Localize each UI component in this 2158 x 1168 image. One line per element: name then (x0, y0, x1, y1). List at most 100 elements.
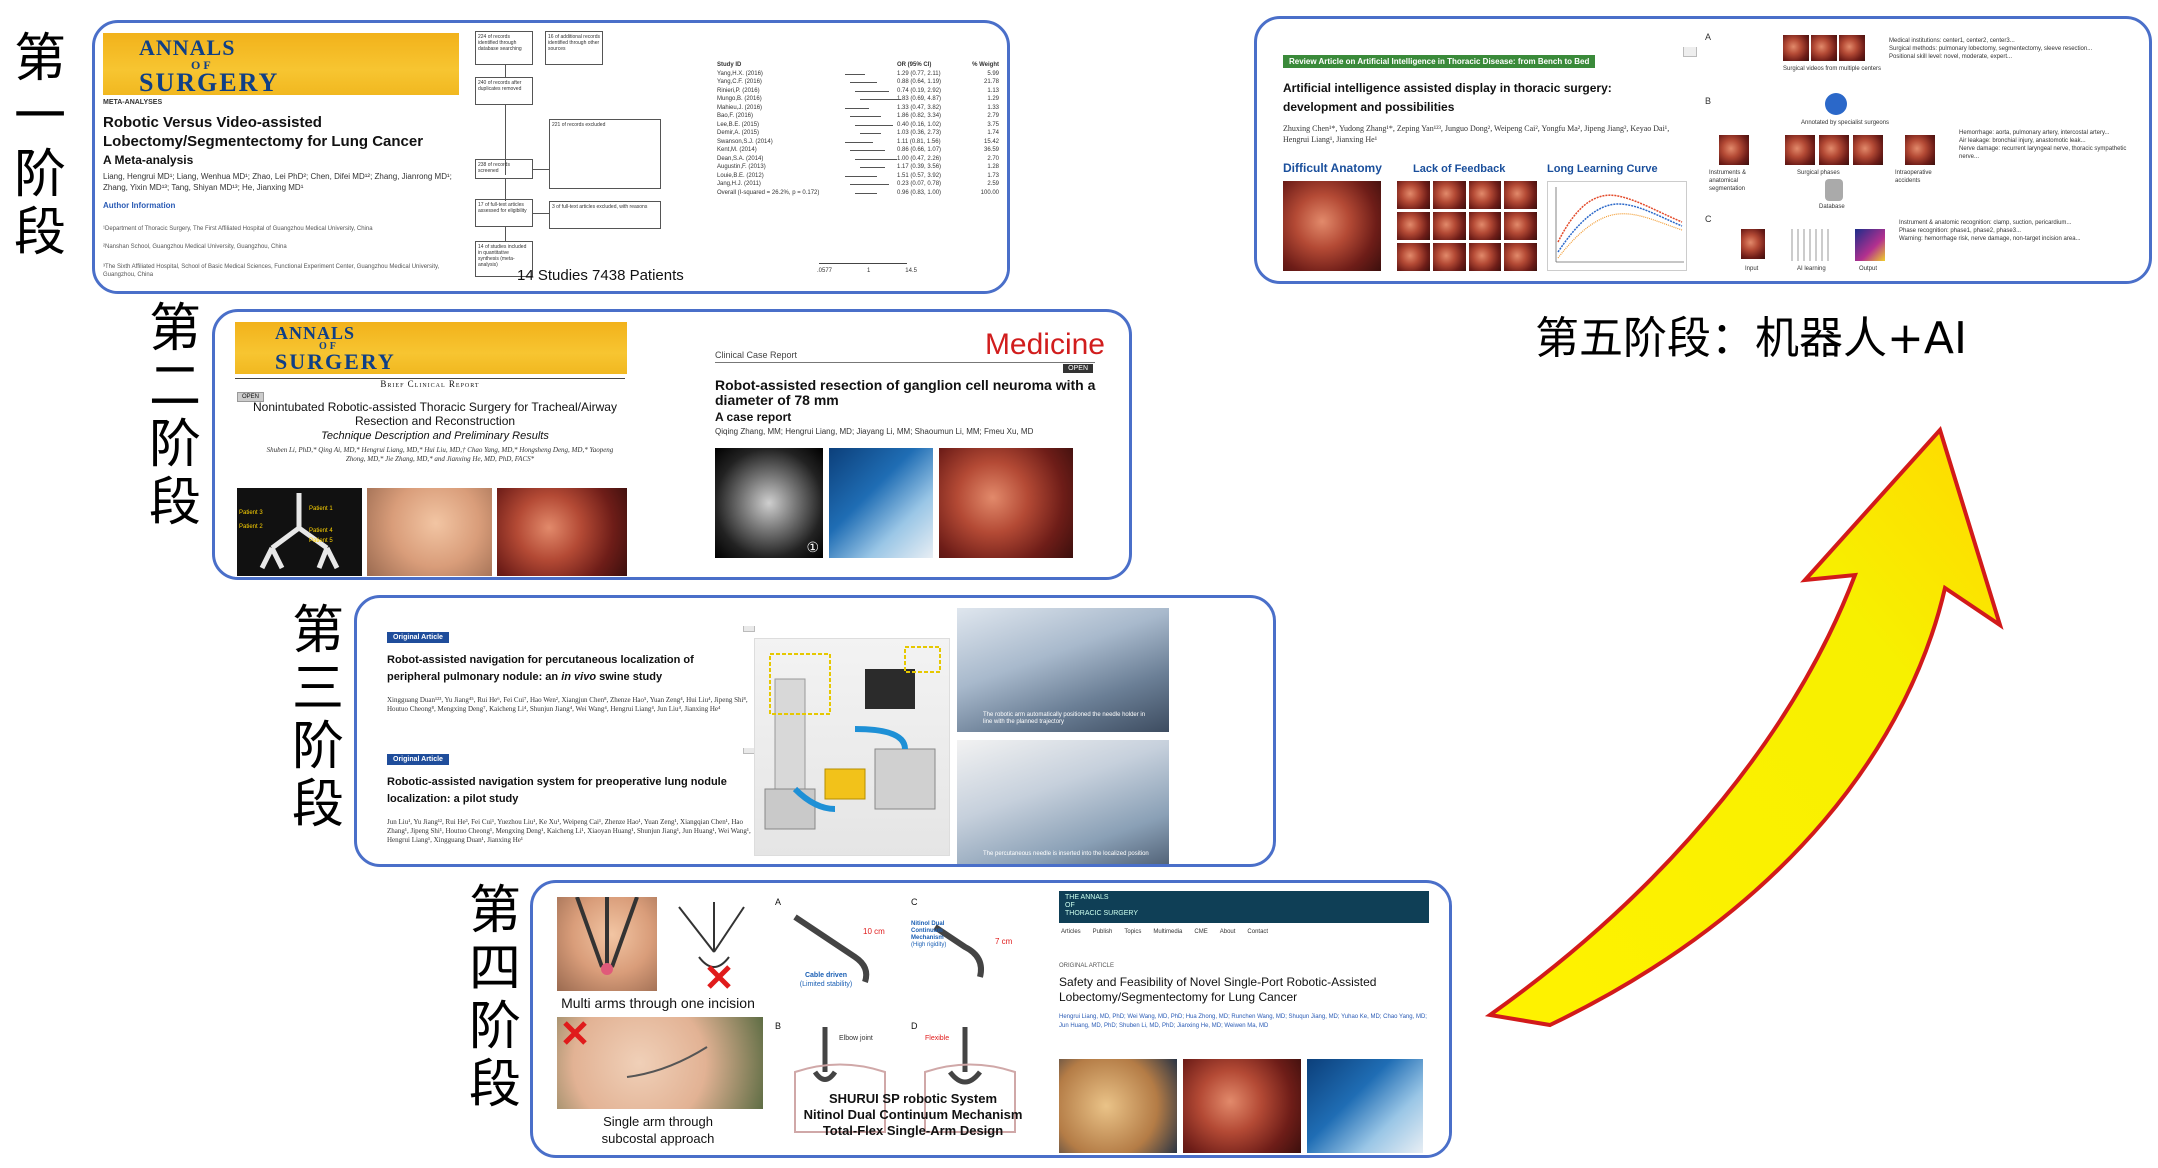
needle-insert-photo: The percutaneous needle is inserted into… (957, 740, 1169, 864)
paper4: Original Article Robot-assisted navigati… (387, 626, 757, 736)
clinical-tag: Clinical Case Report (715, 350, 1095, 363)
review-bar: Review Article on Artificial Intelligenc… (1283, 55, 1596, 68)
paper2-subtitle: Technique Description and Preliminary Re… (321, 430, 549, 442)
wf-label-c: C (1705, 214, 1712, 224)
diag-label-b: B (775, 1021, 782, 1031)
wf-c-output: Output (1859, 266, 1878, 272)
stage1-panel: ANNALS OF SURGERY META-ANALYSES Robotic … (92, 20, 1010, 294)
anatomy-photo (1283, 181, 1381, 271)
feedback-thumb (1397, 181, 1430, 209)
section-label-2: Brief Clinical Report (235, 378, 625, 389)
len-a: 10 cm (863, 927, 885, 936)
feedback-thumb (1397, 243, 1430, 271)
med-title: Robot-assisted resection of ganglion cel… (715, 377, 1096, 408)
caption-multi: Multi arms through one incision (561, 995, 755, 1011)
ats-nav-item[interactable]: Publish (1092, 929, 1113, 935)
wf-b-annot: Annotated by specialist surgeons (1801, 120, 1890, 126)
progress-arrow (1484, 426, 2004, 1028)
ats-nav-item[interactable]: Articles (1061, 929, 1081, 935)
ats-nav-item[interactable]: CME (1194, 929, 1208, 935)
forest-row: Swanson,S.J. (2014)1.11 (0.81, 1.56)15.4… (717, 138, 999, 145)
len-c: 7 cm (995, 937, 1013, 946)
ats-nav-item[interactable]: Multimedia (1153, 929, 1183, 935)
elbow-label: Elbow joint (839, 1035, 873, 1042)
wf-label-a: A (1705, 32, 1712, 42)
paper5-authors: Jun Liu¹, Yu Jiang¹², Rui He³, Fei Cui¹,… (387, 818, 751, 844)
sp-robot-photo-2 (1183, 1059, 1301, 1153)
section-label: META-ANALYSES (103, 99, 163, 106)
feedback-thumb (1432, 243, 1466, 271)
ats-nav-item[interactable]: Topics (1124, 929, 1142, 935)
forest-row: Dean,S.A. (2014)1.00 (0.47, 2.26)2.70 (717, 155, 999, 162)
ats-nav-item[interactable]: Contact (1247, 929, 1269, 935)
flow-side-1: 221 of records excluded (549, 119, 661, 189)
tumor-photo (939, 448, 1073, 558)
airway-surgery-photo (497, 488, 627, 576)
wf-c-input: Input (1745, 266, 1759, 272)
open-badge-2: OPEN (1063, 364, 1093, 373)
med-authors: Qiqing Zhang, MM; Hengrui Liang, MD; Jia… (715, 427, 1034, 436)
stage3-label: 第三阶段 (291, 601, 344, 835)
forest-row: Kent,M. (2014)0.86 (0.66, 1.07)36.59 (717, 147, 999, 153)
affiliation-2: ²Nanshan School, Guangzhou Medical Unive… (103, 244, 287, 250)
wf-b-item-3: Intraoperative accidents (1895, 170, 1932, 184)
forest-row: Louie,B.E. (2012)1.51 (0.57, 3.92)1.73 (717, 172, 999, 179)
flow-box-5: 17 of full-text articles assessed for el… (475, 199, 533, 227)
patient-label-1: Patient 1 (309, 506, 333, 512)
wf-label-b: B (1705, 96, 1712, 106)
stage5-panel: Review Article on Artificial Intelligenc… (1254, 16, 2152, 284)
fig-label-3: Long Learning Curve (1547, 163, 1658, 175)
forest-row: Mungo,B. (2016)1.83 (0.69, 4.87)1.29 (717, 96, 999, 102)
wf-b-db: Database (1819, 204, 1845, 210)
ats-authors: Hengrui Liang, MD, PhD; Wei Wang, MD, Ph… (1059, 1014, 1427, 1029)
affiliation-3: ³The Sixth Affiliated Hospital, School o… (103, 264, 440, 278)
annals-header-2: ANNALS OF SURGERY (235, 322, 627, 374)
forest-row: Yang,H.X. (2016)1.29 (0.77, 2.11)5.99 (717, 70, 999, 77)
wf-b-item-1: Instruments & anatomical segmentation (1709, 170, 1747, 192)
ats-nav-item[interactable]: About (1219, 929, 1236, 935)
original-article-tag-1: Original Article (387, 632, 449, 643)
flow-box-4: 238 of records screened (475, 159, 533, 179)
diag-label-a: A (775, 897, 782, 907)
navigation-robot-render (754, 638, 950, 856)
author-info-link[interactable]: Author Information (103, 201, 176, 210)
wf-c-lines: Instrument & anatomic recognition: clamp… (1899, 220, 2081, 242)
prisma-flow: 224 of records identified through databa… (475, 31, 665, 281)
diag-label-c: C (911, 897, 918, 907)
paper2-title: Nonintubated Robotic-assisted Thoracic S… (253, 400, 617, 428)
surgeon-icon (1825, 93, 1847, 115)
stage3-panel: Original Article Robot-assisted navigati… (354, 595, 1276, 867)
forest-plot: Study ID OR (95% CI) % Weight Yang,H.X. … (717, 61, 1007, 291)
paper-ai: Review Article on Artificial Intelligenc… (1283, 47, 1703, 281)
mechanism-diagram: A C B D 10 cm 7 cm Cable driven(Limited … (775, 897, 1031, 1151)
forest-row: Mahieu,J. (2016)1.33 (0.47, 3.82)1.33 (717, 104, 999, 111)
database-icon (1825, 179, 1843, 201)
wf-a-caption: Surgical videos from multiple centers (1783, 66, 1882, 72)
forest-row: Jang,H.J. (2011)0.23 (0.07, 0.78)2.59 (717, 181, 999, 187)
stage4-panel: Multi arms through one incision Single a… (530, 880, 1452, 1158)
patient-label-4: Patient 4 (309, 528, 333, 534)
patient-label-3: Patient 3 (239, 510, 263, 516)
affiliation-1: ¹Department of Thoracic Surgery, The Fir… (103, 226, 373, 232)
patient-label-5: Patient 5 (309, 538, 333, 544)
multi-arm-sketch (659, 897, 763, 991)
paper-title: Robotic Versus Video-assisted Lobectomy/… (103, 114, 424, 150)
flow-box-1: 224 of records identified through databa… (475, 31, 533, 65)
feedback-thumb (1504, 243, 1537, 271)
feedback-thumb (1504, 181, 1537, 209)
wf-b-item-2: Surgical phases (1797, 170, 1840, 176)
flow-box-2: 16 of additional records identified thro… (545, 31, 603, 65)
feedback-thumb (1432, 181, 1466, 209)
fig-label-2: Lack of Feedback (1413, 163, 1506, 175)
circle-number: ① (806, 539, 819, 555)
robot-arm-photo: The robotic arm automatically positioned… (957, 608, 1169, 732)
diag-label-d: D (911, 1021, 918, 1031)
flow-box-6: 14 of studies included in quantitative s… (475, 241, 533, 277)
forest-row: Lee,B.E. (2015)0.40 (0.16, 1.02)3.75 (717, 121, 999, 128)
patient-back-photo (367, 488, 492, 576)
